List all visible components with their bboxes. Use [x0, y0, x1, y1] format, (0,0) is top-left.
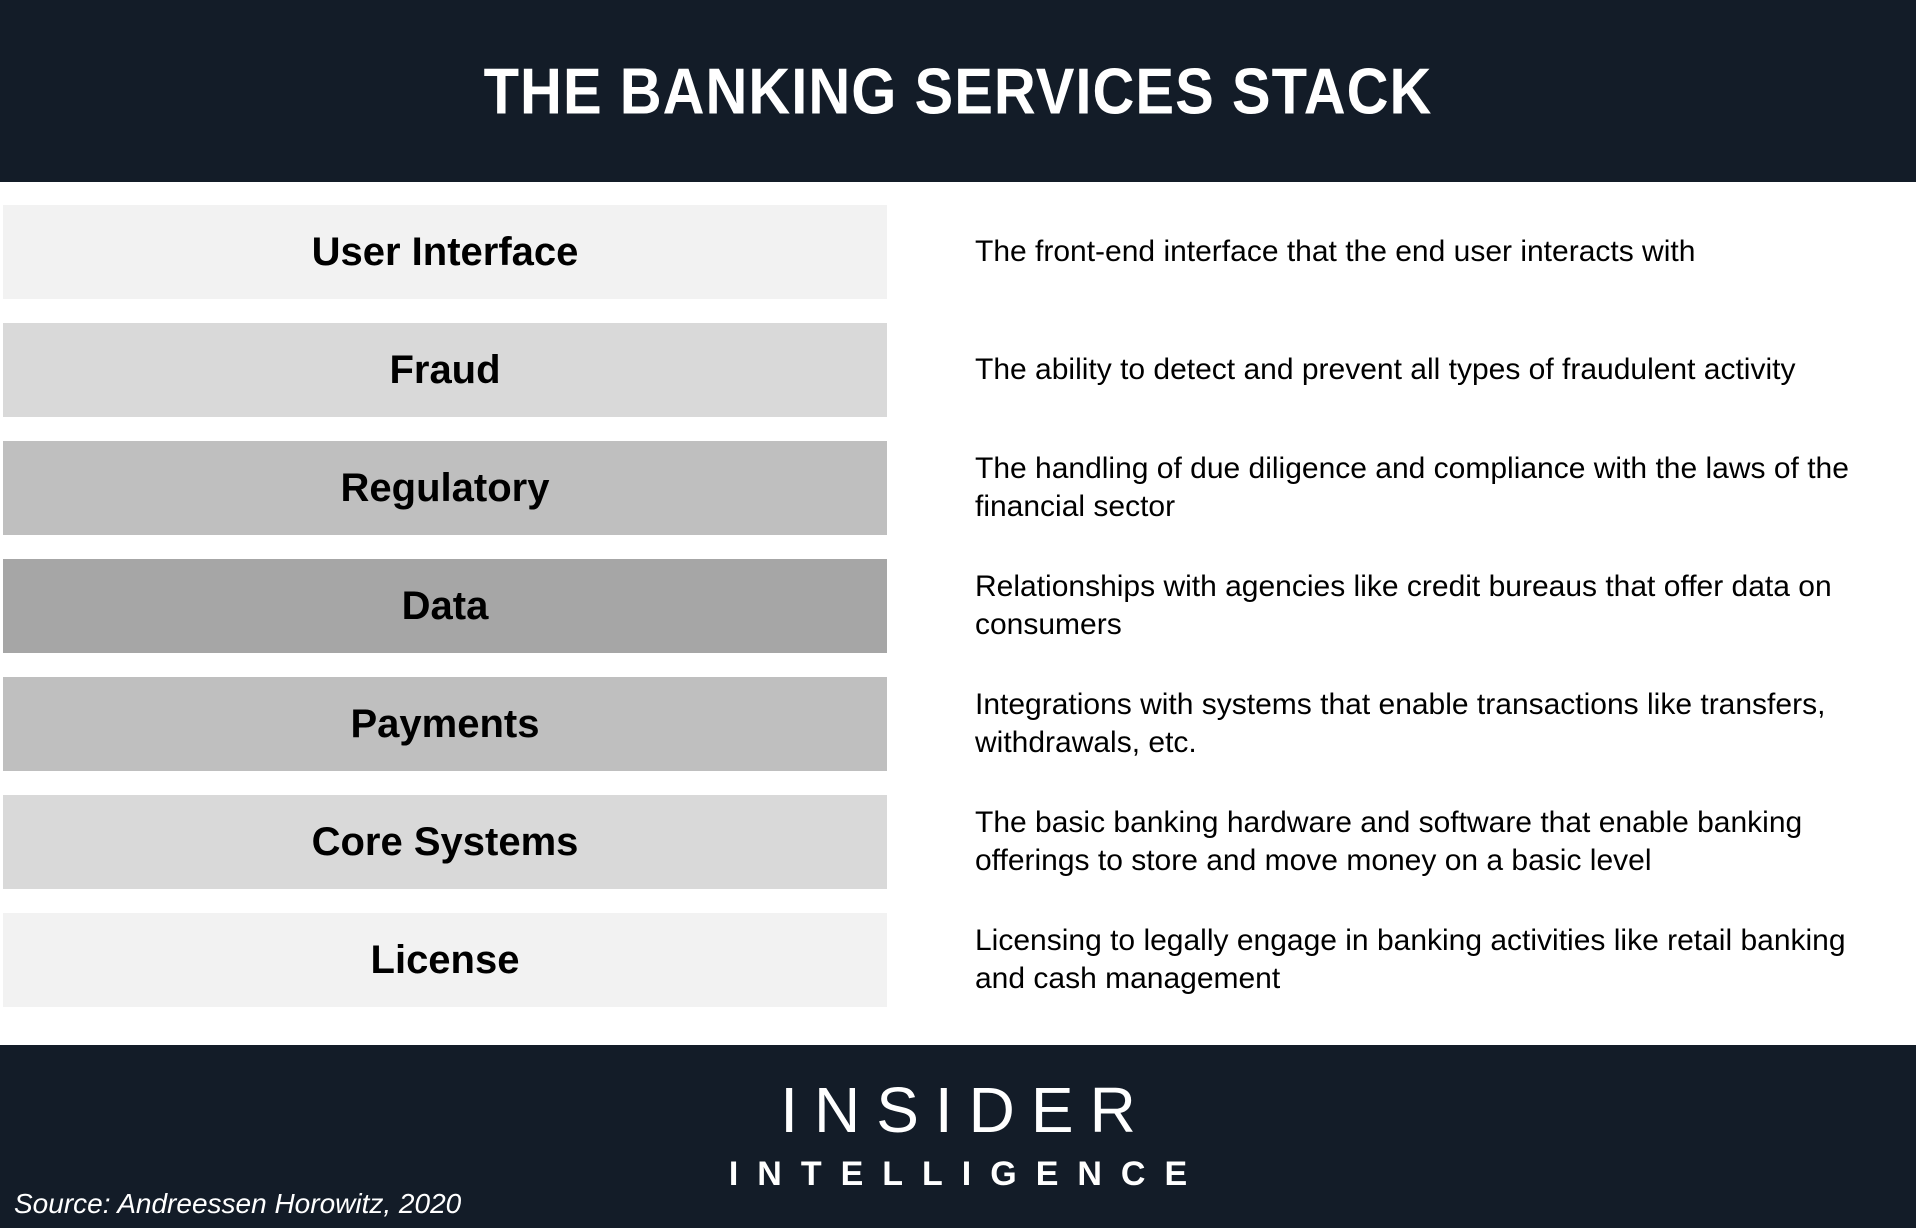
- stack-row-data: Data Relationships with agencies like cr…: [3, 559, 1916, 653]
- stack-layer-bar: Regulatory: [3, 441, 887, 535]
- stack-layer-description: Integrations with systems that enable tr…: [975, 688, 1826, 759]
- stack-layer-description: The ability to detect and prevent all ty…: [975, 353, 1796, 386]
- stack-layer-description: The handling of due diligence and compli…: [975, 452, 1849, 523]
- stack-layer-label: User Interface: [311, 229, 579, 274]
- stack-layer-bar: Payments: [3, 677, 887, 771]
- stack-layer-bar: Core Systems: [3, 795, 887, 889]
- source-attribution: Source: Andreessen Horowitz, 2020: [14, 1188, 462, 1219]
- stack-layer-bar: Data: [3, 559, 887, 653]
- footer-band: INSIDER INTELLIGENCE Source: Andreessen …: [0, 1045, 1916, 1228]
- stack-layer-label: Data: [401, 583, 489, 628]
- stack-row-user-interface: User Interface The front-end interface t…: [3, 205, 1916, 299]
- stack-diagram: User Interface The front-end interface t…: [3, 205, 1916, 1007]
- stack-row-regulatory: Regulatory The handling of due diligence…: [3, 441, 1916, 535]
- stack-layer-label: Regulatory: [340, 465, 550, 510]
- stack-layer-label: Payments: [350, 701, 540, 746]
- stack-layer-bar: Fraud: [3, 323, 887, 417]
- stack-layer-bar: License: [3, 913, 887, 1007]
- stack-layer-label: Core Systems: [311, 819, 579, 864]
- insider-intelligence-logo-line2: INTELLIGENCE: [728, 1155, 1207, 1193]
- stack-layer-description: Licensing to legally engage in banking a…: [975, 924, 1846, 995]
- stack-row-license: License Licensing to legally engage in b…: [3, 913, 1916, 1007]
- stack-layer-bar: User Interface: [3, 205, 887, 299]
- stack-row-payments: Payments Integrations with systems that …: [3, 677, 1916, 771]
- header-band: THE BANKING SERVICES STACK: [0, 0, 1916, 182]
- stack-layer-label: License: [370, 937, 520, 982]
- stack-row-core-systems: Core Systems The basic banking hardware …: [3, 795, 1916, 889]
- stack-layer-label: Fraud: [389, 347, 501, 392]
- stack-layer-description: Relationships with agencies like credit …: [975, 570, 1832, 641]
- insider-intelligence-logo-line1: INSIDER: [780, 1074, 1152, 1146]
- page-title: THE BANKING SERVICES STACK: [483, 54, 1433, 128]
- stack-layer-description: The basic banking hardware and software …: [975, 806, 1803, 877]
- stack-row-fraud: Fraud The ability to detect and prevent …: [3, 323, 1916, 417]
- stack-layer-description: The front-end interface that the end use…: [975, 235, 1696, 268]
